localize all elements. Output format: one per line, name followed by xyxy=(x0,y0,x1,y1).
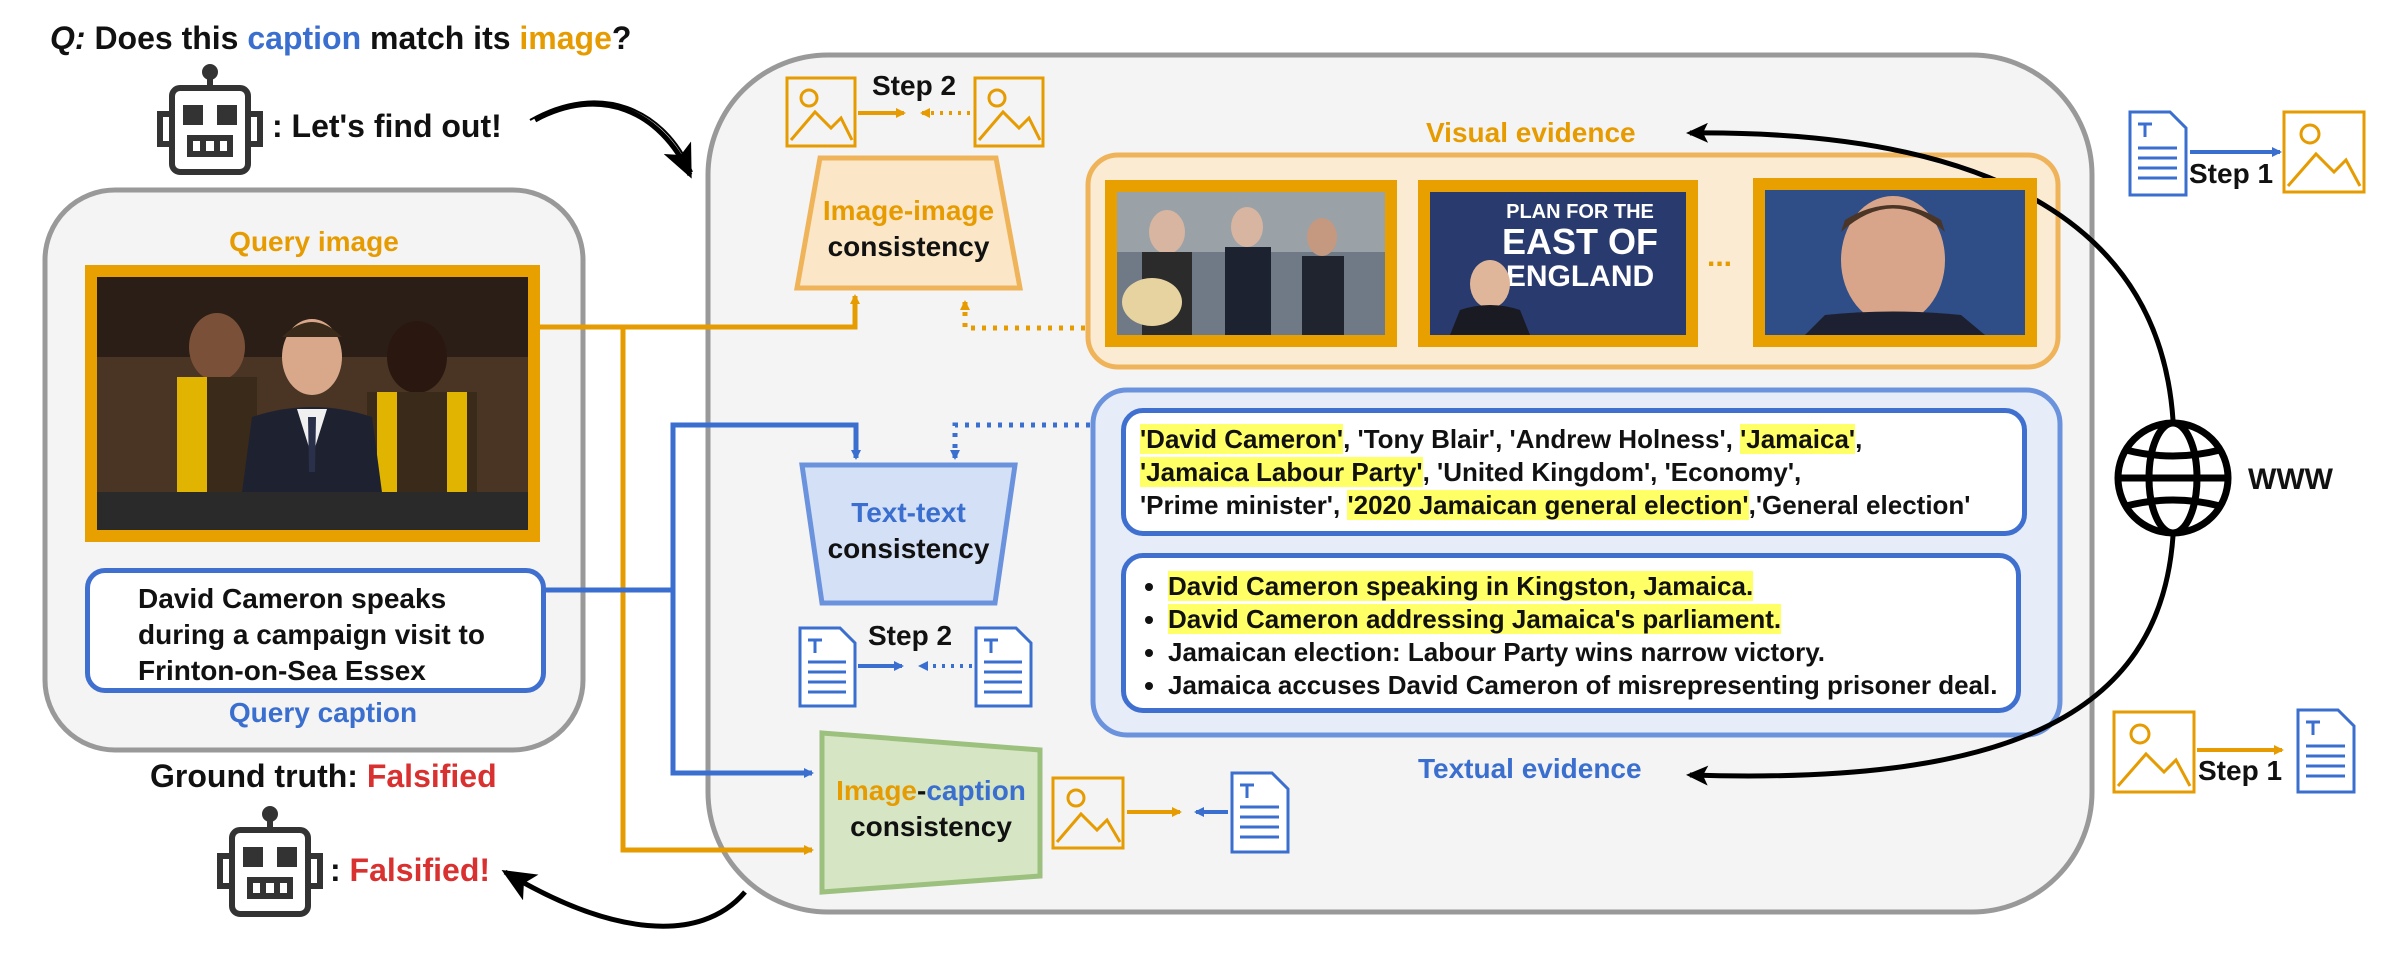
entity-segment: ,'General election' xyxy=(1748,490,1971,520)
entity-segment: 'Prime minister', xyxy=(1140,490,1348,520)
image-icon xyxy=(2282,110,2366,194)
image-icon xyxy=(785,76,857,148)
image-caption-trapezoid xyxy=(819,730,1043,895)
query-caption-text: David Cameron speaks during a campaign v… xyxy=(138,583,485,686)
document-icon xyxy=(798,626,857,708)
poster-line-2: EAST OF xyxy=(1502,221,1658,262)
textual-evidence-label: Textual evidence xyxy=(1418,753,1642,784)
ground-truth-value: Falsified xyxy=(366,758,497,794)
facts-list: David Cameron speaking in Kingston, Jama… xyxy=(1140,570,2002,702)
entity-segment: , xyxy=(1855,424,1863,454)
fact-item: David Cameron speaking in Kingston, Jama… xyxy=(1168,570,2002,603)
document-icon xyxy=(2128,110,2188,197)
image-icon xyxy=(1051,776,1125,850)
system-to-robot-arrow xyxy=(501,869,747,929)
ground-truth: Ground truth: Falsified xyxy=(150,758,497,794)
query-caption-connectors xyxy=(546,422,861,778)
entities-text: 'David Cameron', 'Tony Blair', 'Andrew H… xyxy=(1140,424,1970,520)
document-icon xyxy=(974,626,1033,708)
document-icon xyxy=(1230,771,1290,854)
evidence-image-3 xyxy=(1753,178,2037,347)
query-caption-label: Query caption xyxy=(228,697,418,728)
textual-evidence-dotted-link xyxy=(950,422,1090,460)
query-image-connectors xyxy=(540,294,860,855)
visual-evidence-ellipsis: ... xyxy=(1707,240,1733,273)
text-text-trapezoid xyxy=(799,462,1018,606)
entity-segment: , 'United Kingdom', 'Economy', xyxy=(1422,457,1802,487)
image-caption-module: Image-caption consistency xyxy=(836,775,1026,842)
image-icon xyxy=(2112,710,2196,794)
entity-segment: '2020 Jamaican general election' xyxy=(1347,490,1749,520)
evidence-image-1 xyxy=(1105,180,1397,347)
image-image-module: Image-image consistency xyxy=(822,195,995,262)
query-image-label: Query image xyxy=(229,226,399,257)
evidence-image-2: PLAN FOR THE EAST OF ENGLAND xyxy=(1418,180,1698,347)
poster-line-1: PLAN FOR THE xyxy=(1506,201,1654,223)
web-label: WWW xyxy=(2248,463,2333,496)
robot-answer-value: Falsified! xyxy=(349,852,491,888)
fact-item: Jamaican election: Labour Party wins nar… xyxy=(1168,636,2002,669)
entity-segment: 'Jamaica' xyxy=(1740,424,1856,454)
image-image-step-label: Step 2 xyxy=(872,70,957,101)
entity-segment: 'David Cameron' xyxy=(1140,424,1344,454)
robot-icon xyxy=(157,64,263,175)
image-icon xyxy=(973,76,1045,148)
poster-line-3: ENGLAND xyxy=(1506,260,1654,293)
step1-top-label: Step 1 xyxy=(2189,158,2274,189)
facts-box: David Cameron speaking in Kingston, Jama… xyxy=(1121,553,2021,713)
document-icon xyxy=(2296,708,2356,794)
image-image-trapezoid xyxy=(794,155,1024,291)
visual-evidence-label: Visual evidence xyxy=(1426,117,1636,148)
web-to-visual-arrow xyxy=(1686,122,2176,421)
entity-segment: , 'Tony Blair', 'Andrew Holness', xyxy=(1343,424,1741,454)
question-text: Q: Does this caption match its image? xyxy=(50,20,632,56)
robot-to-system-arrow xyxy=(533,101,693,179)
globe-icon xyxy=(2114,419,2232,537)
robot-icon xyxy=(217,806,323,917)
step1-bottom-label: Step 1 xyxy=(2198,755,2283,786)
fact-item: Jamaica accuses David Cameron of misrepr… xyxy=(1168,669,2002,702)
entities-box: 'David Cameron', 'Tony Blair', 'Andrew H… xyxy=(1121,408,2027,536)
text-text-module: Text-text consistency xyxy=(827,497,990,564)
text-text-step-label: Step 2 xyxy=(868,620,953,651)
robot-answer: : Falsified! xyxy=(330,852,491,888)
fact-item: David Cameron addressing Jamaica's parli… xyxy=(1168,603,2002,636)
robot-find-out-text: : Let's find out! xyxy=(272,108,502,144)
question-q: Q: xyxy=(50,20,86,56)
query-image xyxy=(85,265,540,542)
query-caption-box: David Cameron speaks during a campaign v… xyxy=(85,568,546,693)
entity-segment: 'Jamaica Labour Party' xyxy=(1140,457,1423,487)
web-to-textual-arrow xyxy=(1686,535,2176,786)
